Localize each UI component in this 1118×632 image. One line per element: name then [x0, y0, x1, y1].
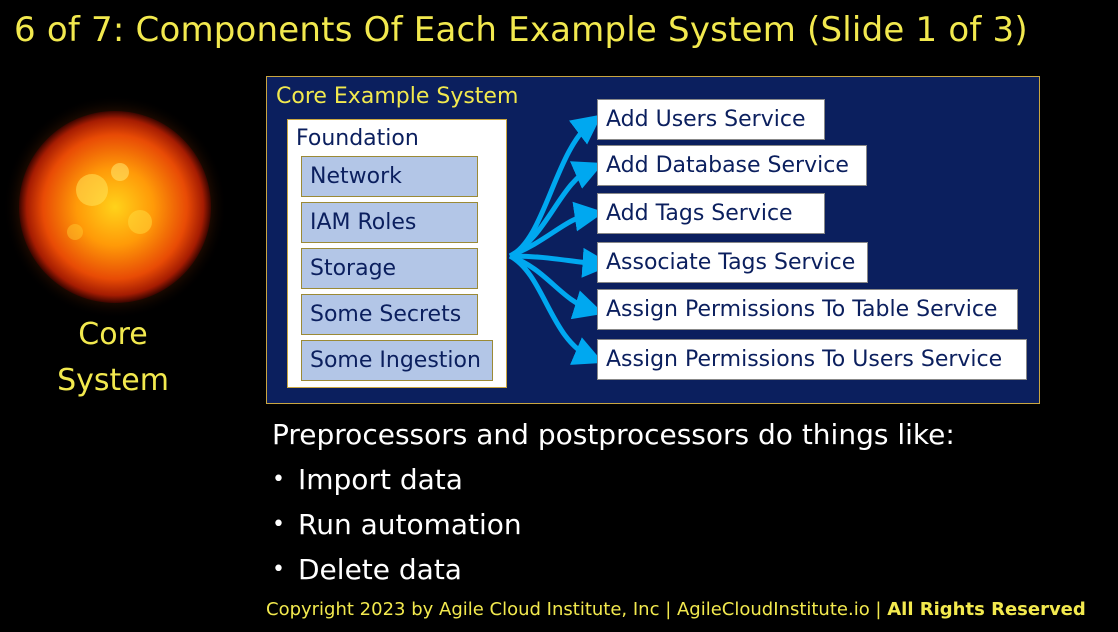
bullet-text: Run automation — [298, 508, 522, 541]
service-add-tags: Add Tags Service — [597, 193, 825, 234]
slide-title: 6 of 7: Components Of Each Example Syste… — [14, 10, 1028, 50]
bullet-text: Delete data — [298, 553, 462, 586]
sun-image — [0, 92, 230, 322]
service-assign-permissions-table: Assign Permissions To Table Service — [597, 289, 1018, 330]
component-some-ingestion: Some Ingestion — [301, 340, 493, 381]
notes-list: • Import data • Run automation • Delete dat… — [272, 460, 522, 595]
bullet-text: Import data — [298, 463, 463, 496]
bullet-icon: • — [272, 467, 285, 492]
component-iam-roles: IAM Roles — [301, 202, 478, 243]
service-associate-tags: Associate Tags Service — [597, 242, 868, 283]
foundation-title: Foundation — [296, 126, 419, 151]
component-network: Network — [301, 156, 478, 197]
notes-heading: Preprocessors and postprocessors do thin… — [272, 418, 955, 451]
list-item: • Run automation — [272, 505, 522, 550]
service-add-users: Add Users Service — [597, 99, 825, 140]
sun-icon — [3, 95, 227, 319]
sun-label-line1: Core — [78, 317, 148, 352]
list-item: • Delete data — [272, 550, 522, 595]
core-system-title: Core Example System — [276, 84, 519, 109]
footer-copyright: Copyright 2023 by Agile Cloud Institute,… — [266, 599, 888, 620]
footer-rights: All Rights Reserved — [887, 599, 1086, 620]
component-storage: Storage — [301, 248, 478, 289]
sun-label: Core System — [20, 312, 206, 404]
footer: Copyright 2023 by Agile Cloud Institute,… — [266, 599, 1086, 620]
bullet-icon: • — [272, 557, 285, 582]
service-add-database: Add Database Service — [597, 145, 867, 186]
sun-label-line2: System — [57, 363, 169, 398]
list-item: • Import data — [272, 460, 522, 505]
bullet-icon: • — [272, 512, 285, 537]
component-some-secrets: Some Secrets — [301, 294, 478, 335]
service-assign-permissions-users: Assign Permissions To Users Service — [597, 339, 1027, 380]
